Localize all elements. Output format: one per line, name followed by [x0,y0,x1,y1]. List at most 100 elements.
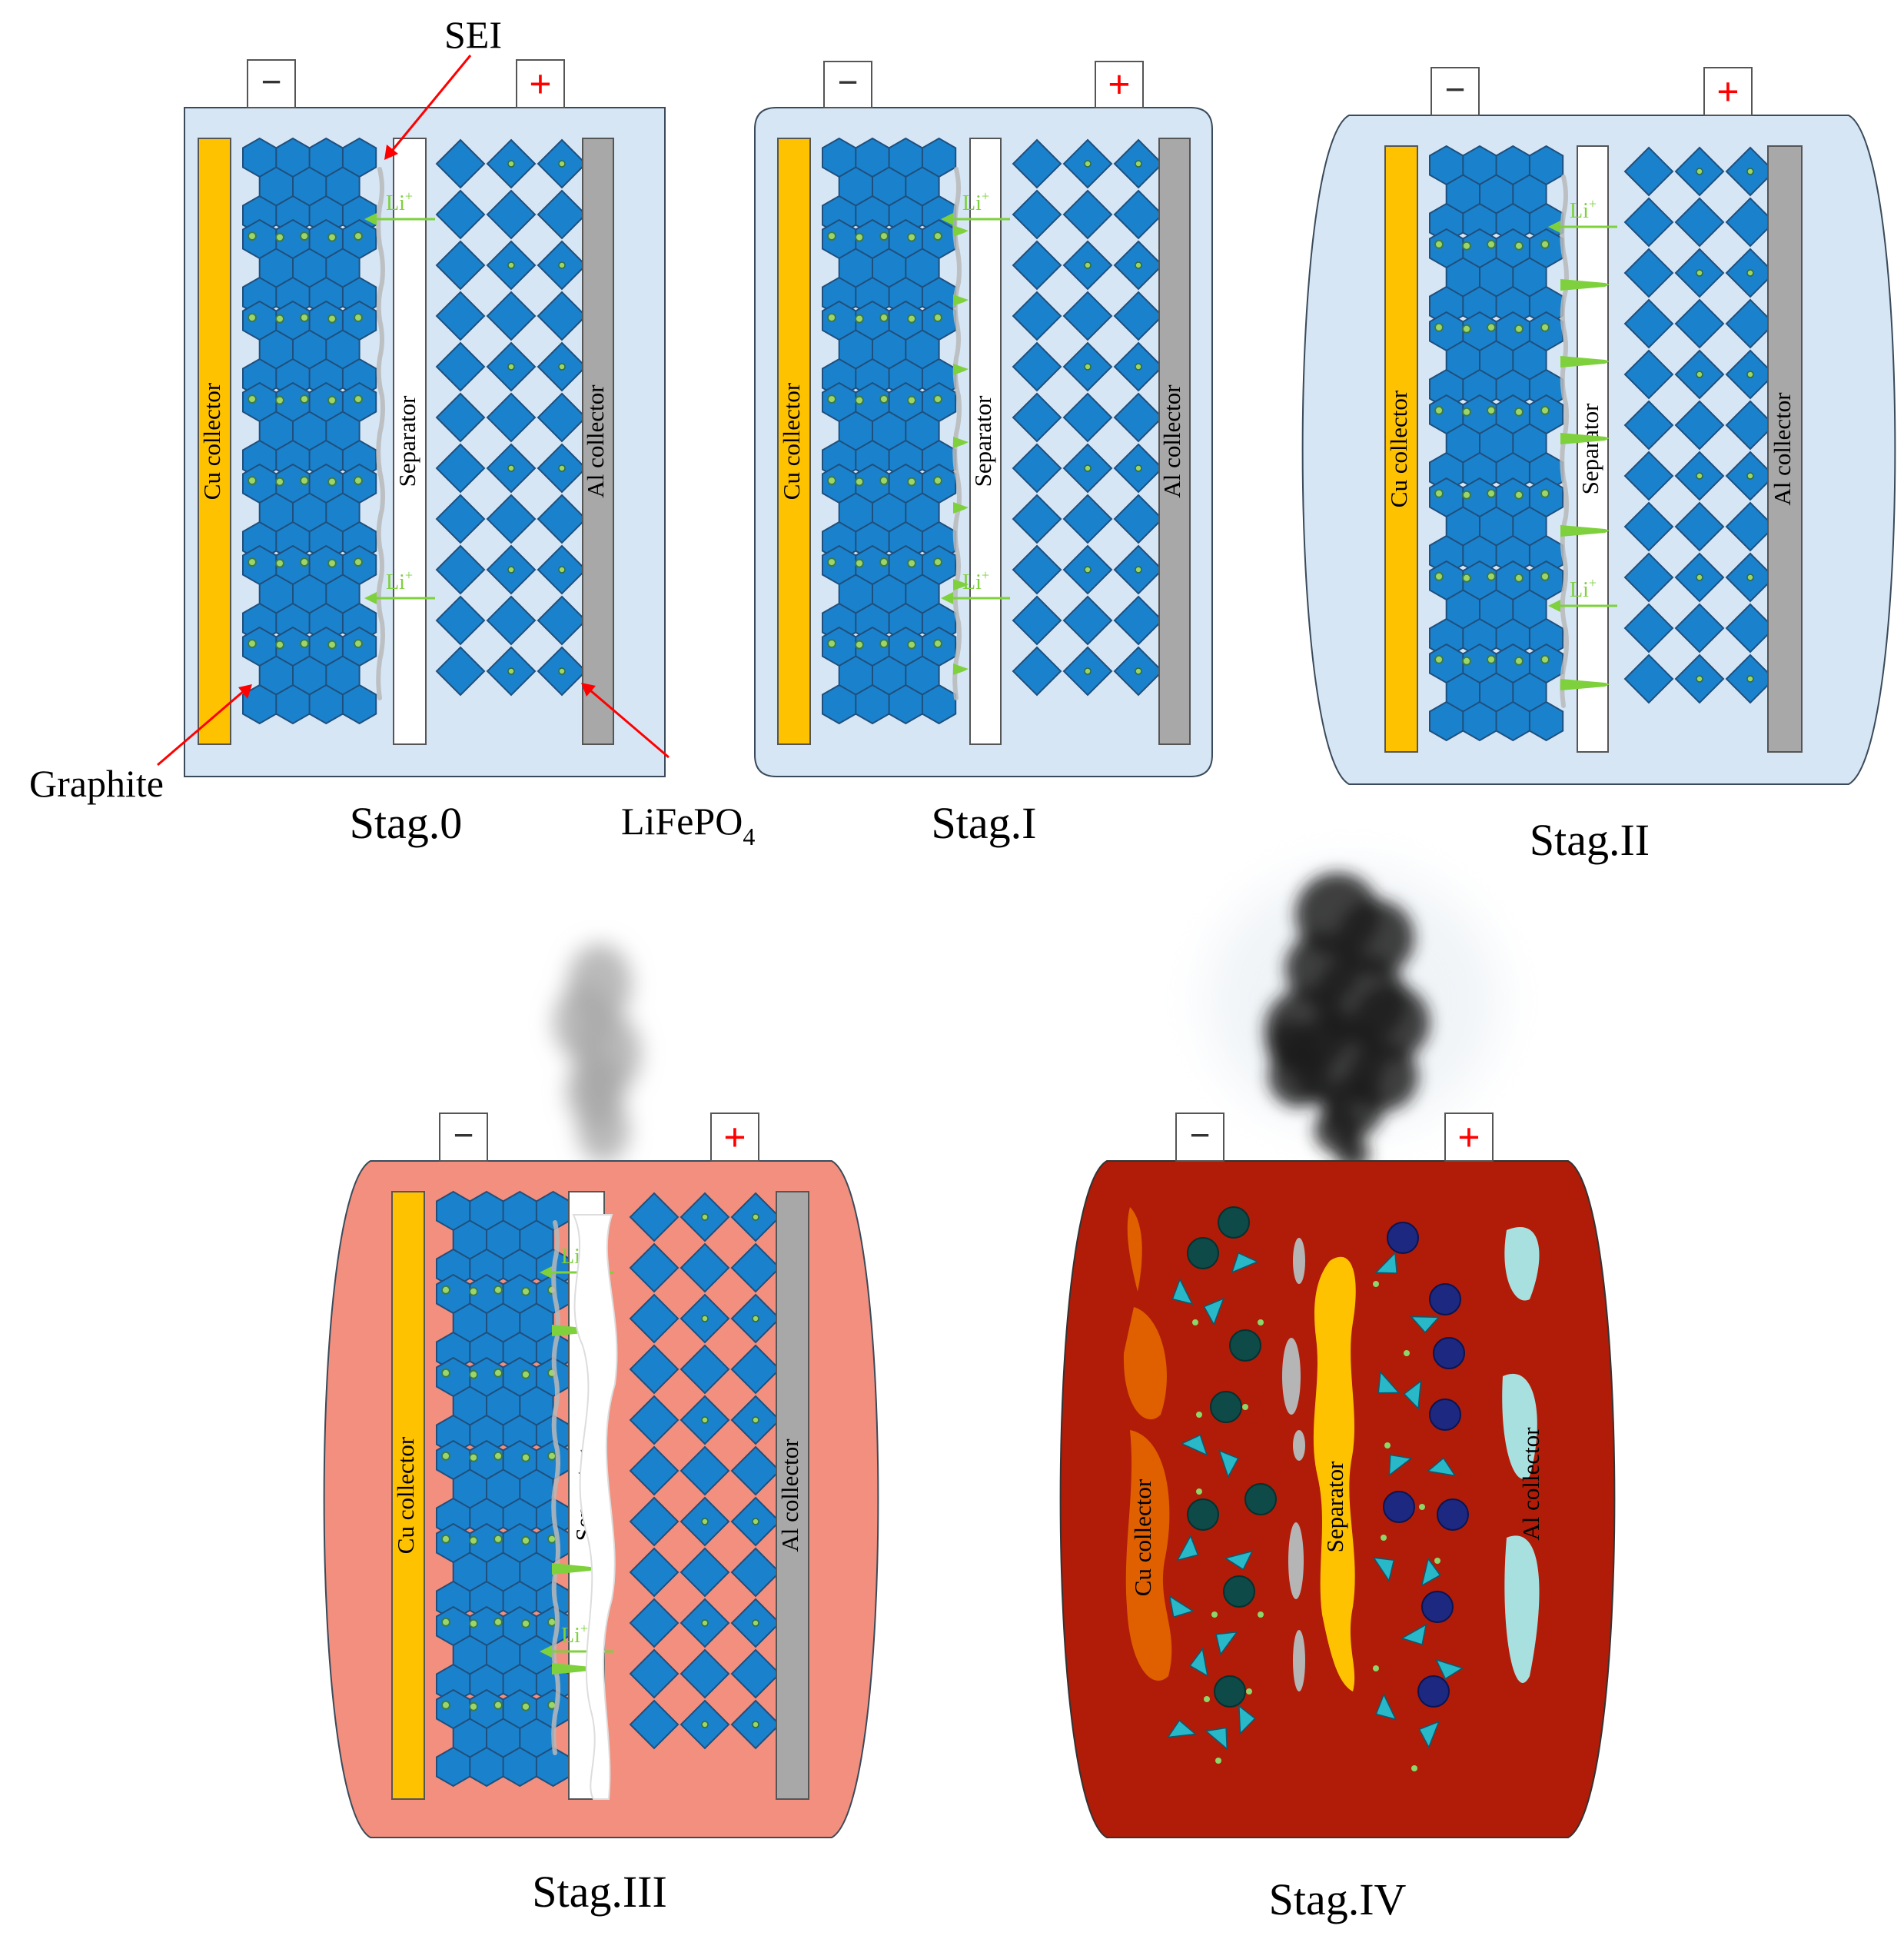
graphite-hexagons [436,1273,571,1372]
lithium-dot [907,477,916,487]
lithium-dot [441,1368,450,1378]
lithium-dot [1258,1319,1264,1325]
graphite-layer [1429,477,1564,576]
graphite-layer [1429,311,1564,410]
lithium-dendrite [1560,356,1610,368]
li-ion-arrow: Li+ [540,1621,613,1658]
lithium-dot [1746,675,1754,683]
graphite-hexagons [822,137,957,236]
cu-collector-debris: Cu collector [1123,1207,1172,1681]
cu-fragment [1127,1207,1142,1292]
lithium-dot [558,464,566,472]
lithium-dot [469,1452,478,1462]
graphite-hexagons [822,381,957,481]
debris-triangle [1215,1631,1238,1656]
lithium-dot [1411,1765,1417,1771]
li-ion-label: Li+ [386,188,413,215]
cu-collector: Cu collector [198,138,231,745]
lithium-dot [1746,472,1754,480]
graphite-hexagons [242,300,377,399]
al-collector-label: Al collector [1517,1427,1544,1541]
al-collector-bar [1158,138,1191,745]
lithium-dot [701,1315,709,1322]
li-ion-text: Li [561,1245,580,1269]
separator-label: Separator [394,395,420,487]
lithium-dot [507,464,515,472]
stage-4-label: Stag.IV [1269,1874,1407,1924]
cathode-particle [1421,1591,1454,1623]
plus-icon: + [529,62,552,106]
li-ion-arrow: Li+ [364,188,435,225]
lithium-dot [1404,1350,1410,1356]
cu-collector-label: Cu collector [198,382,225,500]
graphite-hexagons [822,626,957,725]
minus-icon: − [1189,1116,1210,1156]
positive-terminal-box [1095,61,1144,108]
lithium-dot [1696,472,1703,480]
lithium-dot [248,231,257,241]
lithium-dot [441,1700,450,1710]
lithium-dot [933,231,942,241]
plus-icon: + [723,1116,746,1159]
lithium-dot [907,232,916,242]
graphite-hexagons [242,626,377,725]
lithium-dot [701,1518,709,1525]
plus-icon: + [1457,1116,1480,1159]
stage-3-label: Stag.III [532,1867,667,1917]
lithium-dot [1540,405,1550,415]
lithium-dot [1462,490,1471,500]
positive-terminal-box [710,1113,759,1162]
lithium-dot [521,1452,530,1462]
lithium-dot [1204,1696,1210,1702]
graphite-hexagons [1429,477,1564,576]
al-collector-label: Al collector [1158,384,1185,498]
cu-collector: Cu collector [1384,145,1418,753]
negative-terminal-box [1430,67,1480,116]
graphite-layer [822,300,957,399]
smoke-plume-light [553,943,641,1163]
lithium-dot [701,1213,709,1221]
debris-triangle [1189,1647,1209,1678]
lithium-dot [1696,675,1703,683]
graphite-layer [822,626,957,725]
lithium-dot [1084,160,1092,168]
li-ion-superscript: + [405,567,413,583]
lithium-dot [907,640,916,650]
li-ion-label: Li+ [962,567,989,594]
lithium-dot [752,1721,759,1728]
lithium-dot [1746,168,1754,175]
lithium-dot [327,314,337,324]
lithium-dot [1696,574,1703,581]
lithium-dot [1135,261,1142,269]
stage-2-label: Stag.II [1530,815,1650,865]
smoke-puff [577,1097,630,1163]
lithium-dot [1084,566,1092,574]
lithium-dot [1434,488,1444,498]
cu-collector: Cu collector [391,1191,425,1800]
lithium-dot [300,313,309,323]
lithium-dot [1434,654,1444,664]
graphite-layer [242,544,377,644]
lithium-dot [521,1701,530,1711]
lithium-dot [327,558,337,568]
negative-terminal-box [823,61,872,108]
lithium-dot [1487,654,1496,664]
lithium-dot [701,1721,709,1728]
lithium-dot [507,667,515,675]
li-ion-text: Li [1570,199,1589,223]
lithium-dot [1487,322,1496,332]
graphite-anode [1429,145,1564,742]
lithium-dot [1540,488,1550,498]
lithium-dot [1434,571,1444,581]
separator: Separator [393,138,427,745]
melted-separator [572,1214,618,1800]
graphite-layer [1429,394,1564,493]
li-ion-arrow-head [540,1645,552,1658]
lithium-dot [752,1213,759,1221]
lithium-dot [1084,261,1092,269]
lithium-dendrite [1560,679,1610,690]
sei-label: SEI [444,13,502,56]
lithium-dot [300,394,309,404]
